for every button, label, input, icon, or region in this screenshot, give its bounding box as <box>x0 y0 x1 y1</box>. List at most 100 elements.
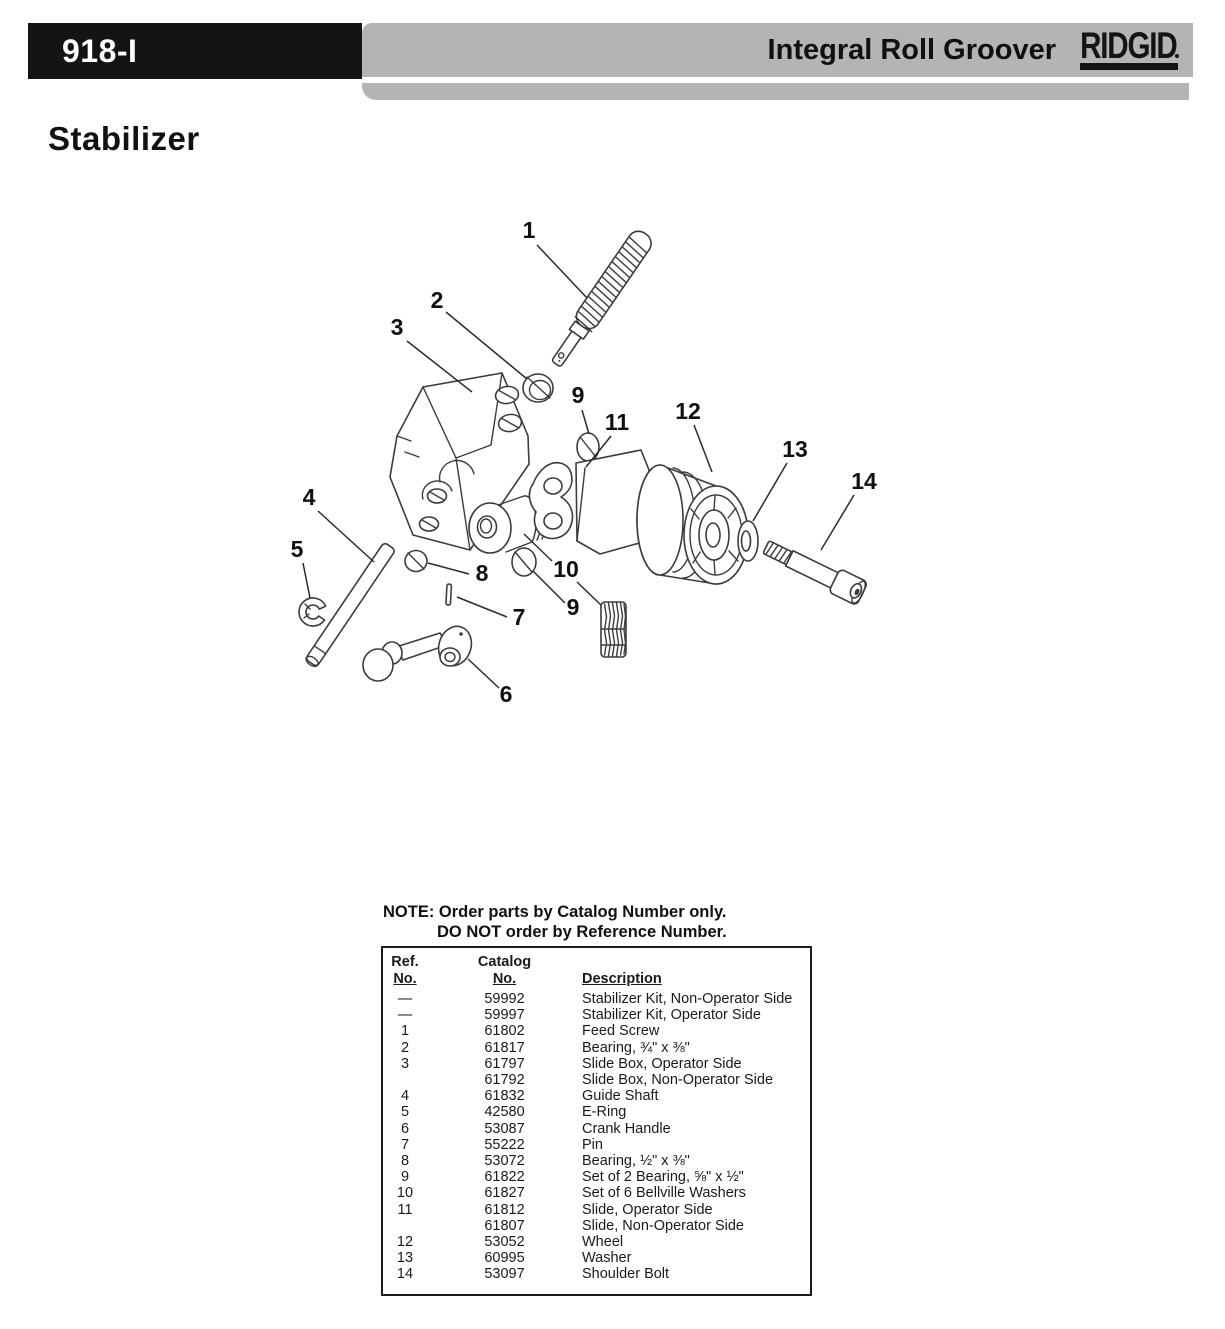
part-bearing-9b <box>511 547 537 577</box>
callout-number: 14 <box>851 468 877 494</box>
part-washer-stack <box>600 601 627 658</box>
catalog-no-cell: 59992 <box>484 991 525 1007</box>
table-row: 5 42580 E-Ring <box>383 1104 810 1120</box>
callout-leader-line <box>536 244 588 299</box>
catalog-no-cell: 61792 <box>484 1072 525 1089</box>
catalog-no-cell: 61807 <box>484 1217 525 1234</box>
ref-no-cell: 4 <box>400 1088 410 1105</box>
part-feed-screw <box>551 230 652 367</box>
callout-number: 3 <box>391 314 404 340</box>
ref-no-cell <box>383 1218 427 1234</box>
description-cell: Wheel <box>582 1234 624 1251</box>
parts-table-header: Ref. Catalog No. No. Description <box>383 954 810 991</box>
callout-number: 8 <box>476 560 489 586</box>
ref-header-line1: Ref. <box>391 954 419 970</box>
header-accent-bar <box>362 83 1189 100</box>
part-crank-handle <box>362 625 473 682</box>
ref-no-cell: 1 <box>400 1023 410 1040</box>
callout-leader-line <box>585 435 612 468</box>
part-e-ring <box>298 597 327 627</box>
model-number: 918-I <box>62 32 138 69</box>
callout-leader-line <box>752 462 788 522</box>
ridgid-logo-underline <box>1080 63 1178 70</box>
table-row: 61807 Slide, Non-Operator Side <box>383 1218 810 1234</box>
product-name: Integral Roll Groover <box>767 33 1056 66</box>
header-bar: Integral Roll Groover RIDGID <box>362 23 1193 77</box>
ref-no-cell: 11 <box>397 1201 413 1218</box>
catalog-no-cell: 55222 <box>484 1136 525 1153</box>
ref-no-cell: 14 <box>396 1266 414 1283</box>
callout-number: 9 <box>572 382 585 408</box>
description-cell: Pin <box>582 1136 603 1153</box>
catalog-no-cell: 42580 <box>484 1104 525 1121</box>
note-line-1: NOTE: Order parts by Catalog Number only… <box>383 903 727 921</box>
ref-header-line2: No. <box>393 971 417 987</box>
description-cell: Feed Screw <box>582 1023 660 1040</box>
callout-leader-line <box>445 311 528 380</box>
catalog-no-cell: 53052 <box>484 1234 525 1251</box>
ridgid-logo-text: RIDGID <box>1079 25 1178 66</box>
callout-leader-line <box>693 424 713 473</box>
description-cell: Slide, Non-Operator Side <box>582 1217 744 1234</box>
callout-leader-line <box>820 494 855 551</box>
callout-number: 6 <box>500 681 513 707</box>
catalog-no-cell: 61827 <box>484 1185 525 1202</box>
ref-no-cell <box>383 1072 427 1088</box>
callout-leader-line <box>581 409 590 435</box>
part-wheel <box>636 464 749 585</box>
catalog-no-cell: 61822 <box>484 1169 525 1186</box>
catalog-no-cell: 53087 <box>484 1120 525 1137</box>
ref-no-cell: 12 <box>396 1234 414 1251</box>
description-cell: Slide Box, Operator Side <box>582 1055 742 1072</box>
callout-number: 9 <box>567 594 580 620</box>
callout-number: 2 <box>431 287 444 313</box>
callout-number: 11 <box>605 409 630 435</box>
note-line-2: DO NOT order by Reference Number. <box>437 923 727 941</box>
callout-leader-line <box>302 562 311 599</box>
description-cell: E-Ring <box>582 1104 627 1121</box>
callout-number: 12 <box>675 398 701 424</box>
callout-number: 4 <box>303 484 316 510</box>
catalog-header-line2: No. <box>492 971 517 987</box>
catalog-no-cell: 61832 <box>484 1088 525 1105</box>
ref-no-cell: 10 <box>396 1185 414 1202</box>
catalog-header-line1: Catalog <box>477 954 532 970</box>
part-bearing-8 <box>404 549 428 573</box>
description-cell: Shoulder Bolt <box>582 1266 670 1283</box>
order-note: NOTE: Order parts by Catalog Number only… <box>383 902 727 942</box>
callout-number: 10 <box>553 556 579 582</box>
ref-no-cell: 5 <box>400 1104 410 1121</box>
part-bearing-2 <box>522 373 554 403</box>
description-cell: Stabilizer Kit, Non-Operator Side <box>582 991 793 1007</box>
callout-leader-line <box>427 562 470 575</box>
ref-no-cell: 3 <box>400 1055 410 1072</box>
catalog-no-cell: 53072 <box>484 1153 525 1170</box>
catalog-no-cell: 53097 <box>484 1266 525 1283</box>
catalog-no-cell: 61802 <box>484 1023 525 1040</box>
ridgid-logo: RIDGID <box>1078 24 1179 76</box>
catalog-no-cell: 61797 <box>484 1055 525 1072</box>
part-slide <box>528 449 650 555</box>
description-header: Description <box>582 971 662 987</box>
table-row: 1 61802 Feed Screw <box>383 1023 810 1039</box>
ref-no-cell: 6 <box>400 1120 410 1137</box>
callout-number: 13 <box>782 436 808 462</box>
section-title: Stabilizer <box>48 120 200 157</box>
description-cell: Stabilizer Kit, Operator Side <box>582 1007 761 1024</box>
ref-no-cell: 2 <box>400 1039 410 1056</box>
callout-leader-line <box>523 533 553 562</box>
callout-leader-line <box>532 570 566 604</box>
description-cell: Set of 2 Bearing, ⅝" x ½" <box>582 1169 744 1186</box>
